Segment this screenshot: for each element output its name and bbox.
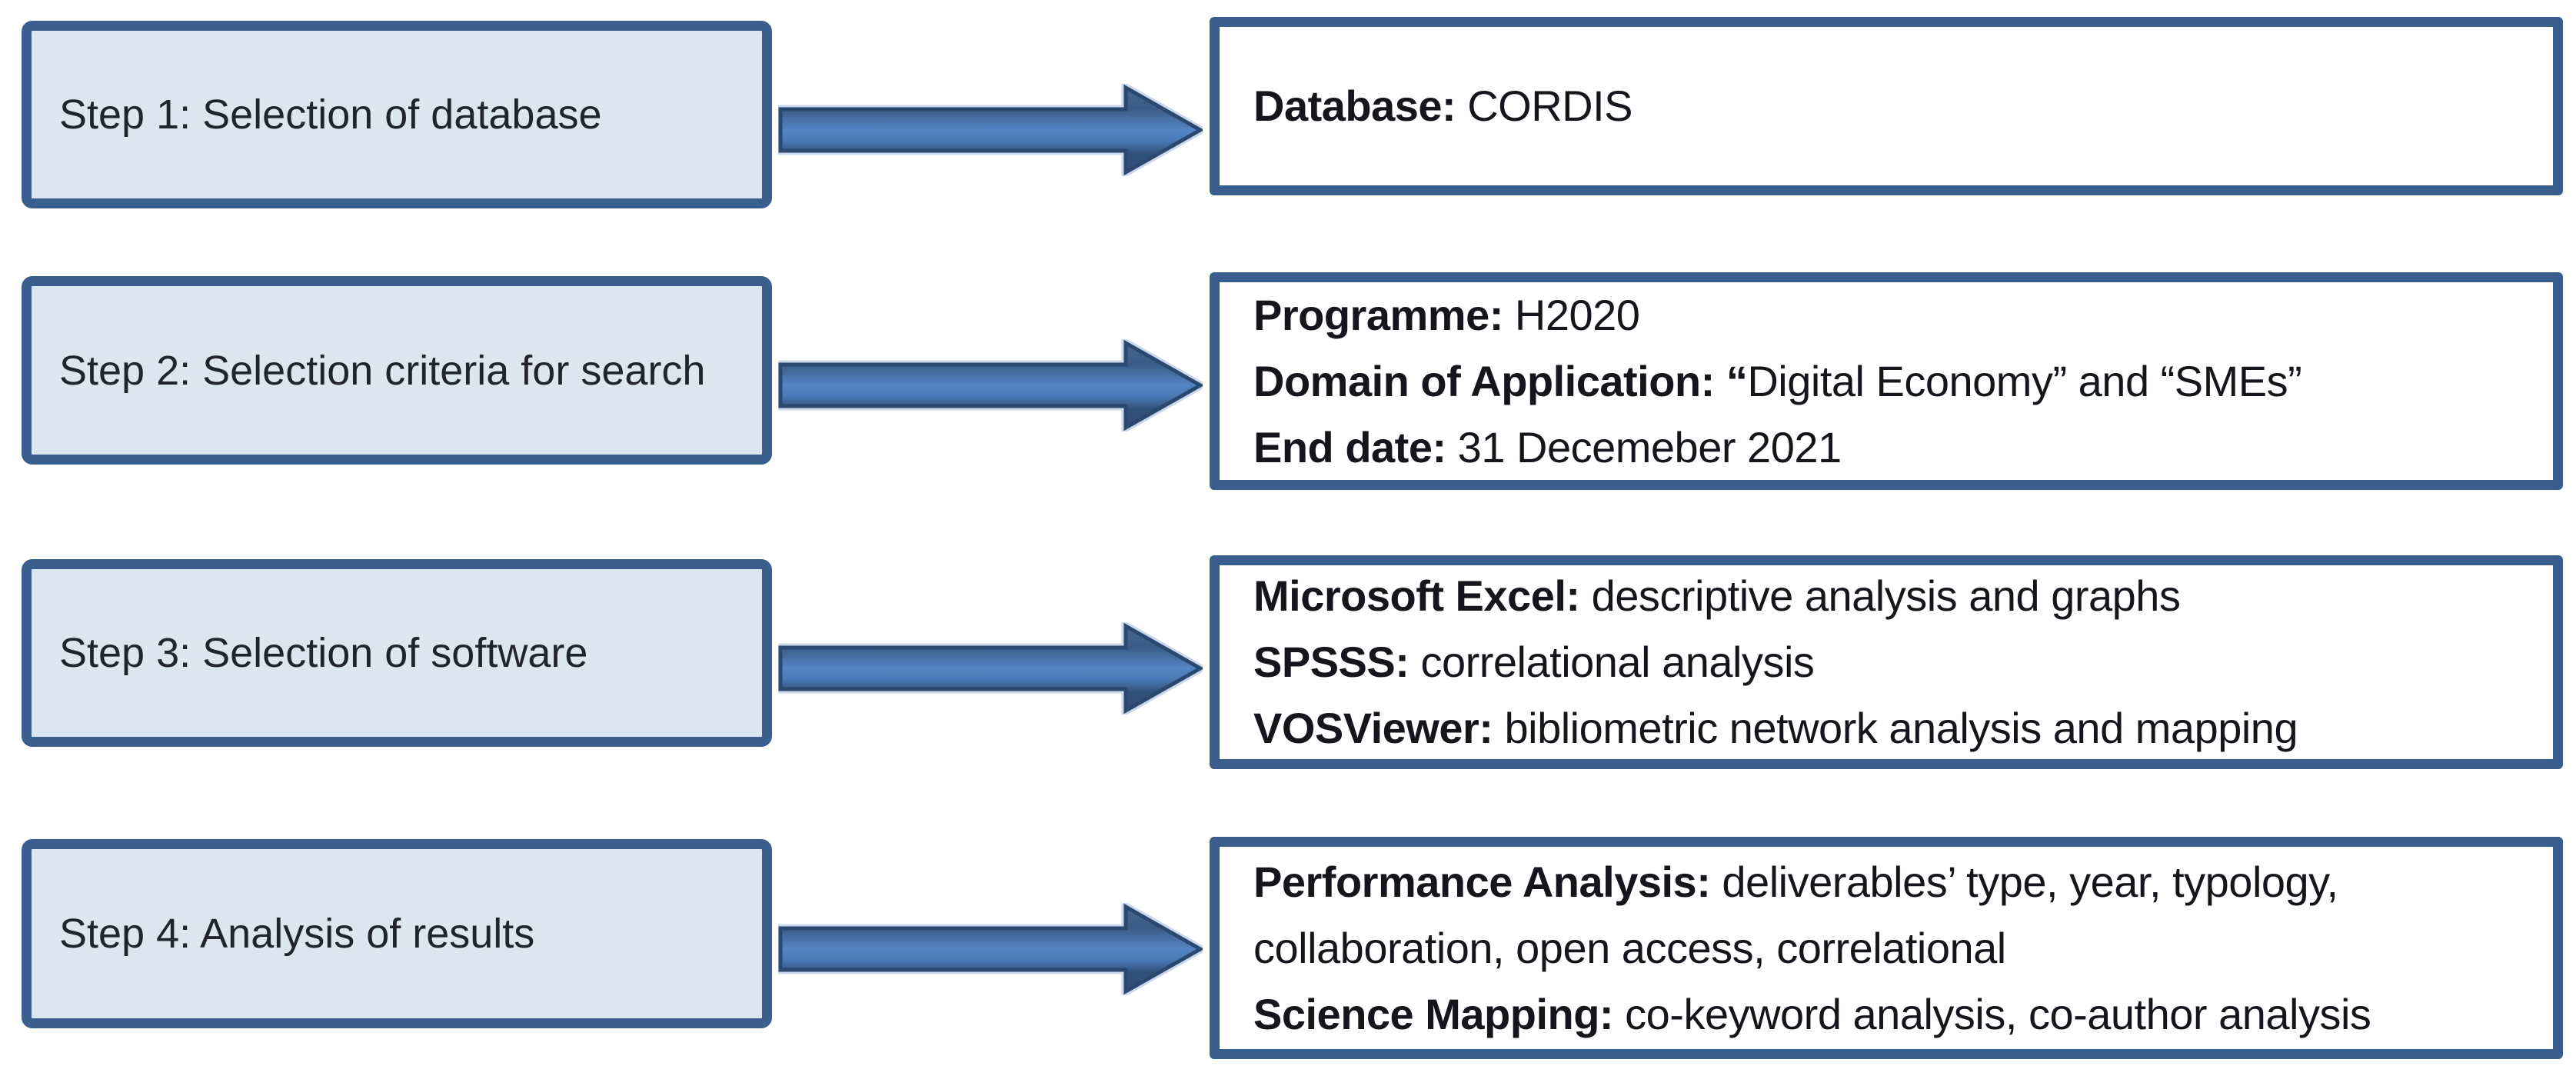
- flow-arrow-icon-3: [778, 622, 1203, 715]
- detail-line-text: co-keyword analysis, co-author analysis: [1613, 989, 2371, 1038]
- detail-line-text: deliverables’ type, year, typology, coll…: [1253, 857, 2338, 972]
- detail-box-3: Microsoft Excel: descriptive analysis an…: [1210, 555, 2563, 769]
- detail-line: End date: 31 Decemeber 2021: [1253, 415, 2519, 481]
- detail-line-text: H2020: [1503, 290, 1640, 339]
- detail-box-4: Performance Analysis: deliverables’ type…: [1210, 837, 2563, 1059]
- detail-box-1: Database: CORDIS: [1210, 17, 2563, 195]
- detail-line: Domain of Application: “Digital Economy”…: [1253, 348, 2519, 415]
- step-label-2: Step 2: Selection criteria for search: [59, 347, 706, 394]
- detail-box-2: Programme: H2020 Domain of Application: …: [1210, 272, 2563, 490]
- detail-line-text: CORDIS: [1456, 82, 1633, 130]
- detail-line: SPSSS: correlational analysis: [1253, 629, 2519, 695]
- detail-line-text: bibliometric network analysis and mappin…: [1493, 704, 2298, 752]
- detail-line-text: descriptive analysis and graphs: [1579, 571, 2181, 620]
- step-box-2: Step 2: Selection criteria for search: [22, 276, 772, 465]
- detail-line-label: Microsoft Excel:: [1253, 571, 1580, 620]
- flow-arrow-icon-1: [778, 84, 1203, 176]
- detail-line-text: 31 Decemeber 2021: [1446, 422, 1842, 471]
- detail-line: Programme: H2020: [1253, 282, 2519, 348]
- detail-line-text: Digital Economy” and “SMEs”: [1747, 356, 2302, 405]
- detail-line-label: Domain of Application: “: [1253, 356, 1748, 405]
- detail-line-text: correlational analysis: [1409, 638, 1815, 686]
- detail-line-label: SPSSS:: [1253, 638, 1409, 686]
- flow-arrow-icon-2: [778, 339, 1203, 431]
- step-box-1: Step 1: Selection of database: [22, 21, 772, 208]
- detail-line-label: VOSViewer:: [1253, 704, 1493, 752]
- detail-line-label: Database:: [1253, 82, 1456, 130]
- detail-line: Science Mapping: co-keyword analysis, co…: [1253, 981, 2519, 1048]
- step-box-4: Step 4: Analysis of results: [22, 839, 772, 1028]
- detail-line-label: Performance Analysis:: [1253, 857, 1711, 906]
- step-label-1: Step 1: Selection of database: [59, 92, 602, 138]
- step-label-3: Step 3: Selection of software: [59, 630, 588, 676]
- detail-line-label: Science Mapping:: [1253, 989, 1614, 1038]
- step-box-3: Step 3: Selection of software: [22, 559, 772, 747]
- detail-line-label: Programme:: [1253, 290, 1503, 339]
- step-label-4: Step 4: Analysis of results: [59, 911, 535, 957]
- detail-line: Database: CORDIS: [1253, 73, 2519, 139]
- detail-line: VOSViewer: bibliometric network analysis…: [1253, 695, 2519, 761]
- detail-line: Performance Analysis: deliverables’ type…: [1253, 849, 2519, 981]
- detail-line: Microsoft Excel: descriptive analysis an…: [1253, 563, 2519, 629]
- detail-line-label: End date:: [1253, 422, 1446, 471]
- flow-arrow-icon-4: [778, 903, 1203, 995]
